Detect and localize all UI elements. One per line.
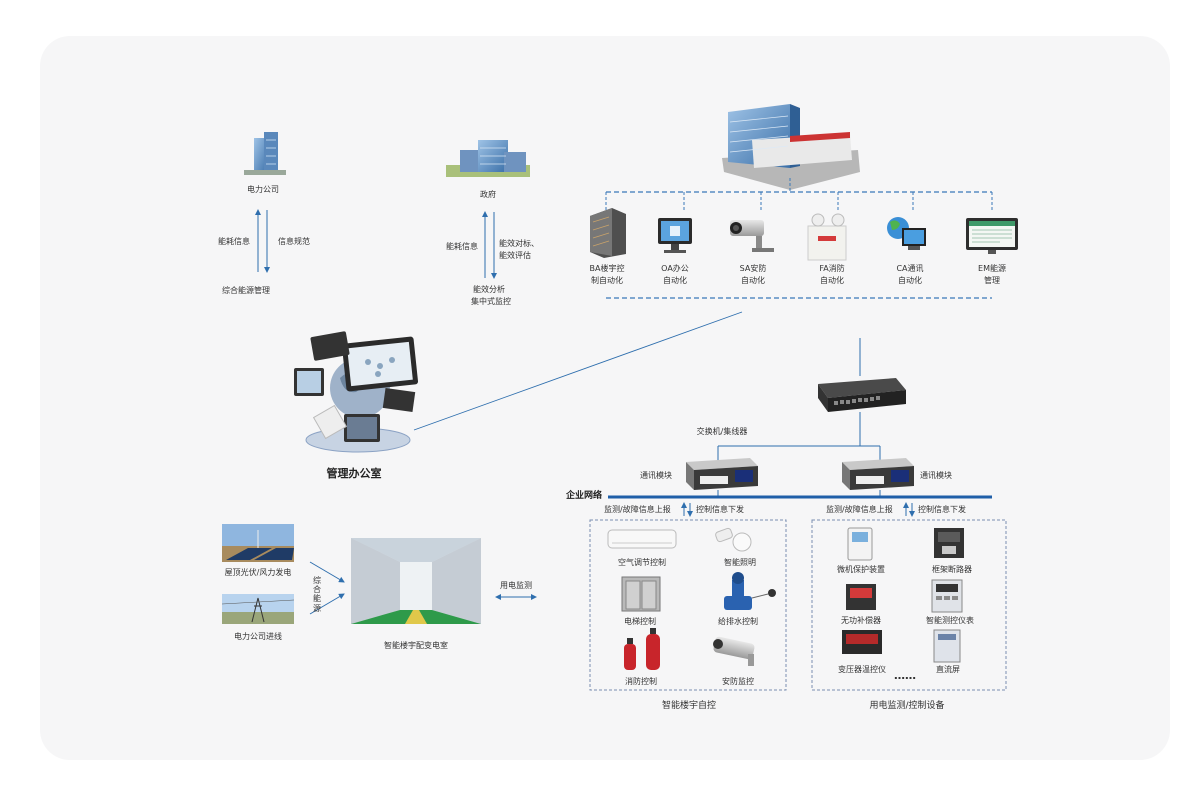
switch-label: 交换机/集线器: [696, 427, 748, 436]
globe-computer-icon: [887, 217, 926, 250]
building-auto-box: [589, 519, 787, 691]
gov-energy-info-label: 能耗信息: [446, 242, 478, 251]
protection-device-icon: [847, 527, 873, 561]
emergency-light-icon: [807, 213, 847, 261]
compensator-icon: [846, 584, 876, 610]
subsystem-label-oa: OA办公自动化: [661, 264, 689, 285]
management-office-icon: [294, 331, 419, 453]
circuit-breaker-icon: [934, 528, 964, 558]
power-item-0: 微机保护装置: [837, 565, 885, 574]
comm-module-left-icon: [686, 458, 758, 490]
fire-extinguisher-icon: [624, 628, 660, 670]
camera-icon: [730, 220, 774, 252]
power-company-label: 电力公司: [247, 185, 279, 194]
substation-room-image: [351, 538, 481, 624]
building-icon: [590, 208, 626, 258]
air-conditioner-icon: [607, 529, 677, 549]
power-device-box: [811, 519, 1007, 691]
grid-line-image: [221, 594, 295, 624]
subsystem-label-ba: BA楼宇控制自动化: [589, 264, 625, 285]
government-label: 政府: [480, 190, 496, 199]
efficiency-benchmark-label: 能效对标、能效评估: [499, 239, 539, 260]
power-item-4: 变压器温控仪: [838, 665, 886, 674]
power-item-5: 直流屏: [936, 665, 960, 674]
comm-module-left-label: 通讯模块: [640, 471, 672, 480]
power-monitoring-label: 用电监测: [500, 581, 532, 590]
efficiency-analysis-label: 能效分析集中式监控: [471, 285, 511, 306]
power-item-1: 框架断路器: [932, 565, 972, 574]
building-item-2: 电梯控制: [624, 617, 656, 626]
elevator-icon: [621, 576, 661, 612]
management-office-label: 管理办公室: [326, 467, 382, 480]
solar-wind-image: [222, 524, 294, 562]
building-item-5: 安防监控: [722, 677, 754, 686]
power-item-3: 智能测控仪表: [926, 616, 974, 625]
control-down-right-label: 控制信息下发: [918, 505, 966, 514]
subsystem-label-ca: CA通讯自动化: [896, 264, 924, 285]
background-panel: [40, 36, 1170, 760]
water-valve-icon: [724, 572, 776, 610]
substation-label: 智能楼宇配变电室: [384, 641, 448, 650]
building-item-1: 智能照明: [724, 558, 756, 567]
enterprise-network-label: 企业网络: [566, 491, 603, 501]
power-device-title: 用电监测/控制设备: [869, 701, 945, 711]
subsystem-label-sa: SA安防自动化: [739, 264, 767, 285]
building-item-3: 给排水控制: [718, 617, 758, 626]
monitor-icon: [658, 218, 692, 253]
subsystem-label-em: EM能源管理: [978, 264, 1006, 285]
monitor-up-right-label: 监测/故障信息上报: [826, 505, 893, 514]
info-regulation-label: 信息规范: [278, 237, 310, 246]
supply-label: 综合 能源: [313, 576, 321, 613]
campus-building-icon: [722, 104, 860, 190]
subsystem-label-fa: FA消防自动化: [819, 264, 845, 285]
building-auto-title: 智能楼宇自控: [661, 701, 717, 711]
dc-panel-icon: [933, 629, 961, 663]
power-ellipsis: ……: [894, 669, 916, 682]
building-item-4: 消防控制: [625, 677, 657, 686]
temperature-controller-icon: [842, 630, 882, 654]
comm-module-right-icon: [842, 458, 914, 490]
smart-meter-icon: [931, 579, 963, 613]
integrated-mgmt-label: 综合能源管理: [222, 286, 270, 295]
light-bulb-icon: [715, 527, 752, 552]
comm-module-right-label: 通讯模块: [920, 471, 952, 480]
monitor-up-left-label: 监测/故障信息上报: [604, 505, 671, 514]
security-camera-icon: [713, 636, 755, 666]
screen-icon: [966, 218, 1018, 254]
building-item-0: 空气调节控制: [618, 558, 666, 567]
control-down-left-label: 控制信息下发: [696, 505, 744, 514]
switch-icon: [818, 378, 906, 412]
power-company-icon: [244, 132, 286, 175]
source-label-1: 电力公司进线: [234, 632, 282, 641]
source-label-0: 屋顶光伏/风力发电: [224, 568, 292, 577]
energy-info-label: 能耗信息: [218, 237, 250, 246]
government-building-icon: [446, 140, 530, 177]
power-item-2: 无功补偿器: [841, 616, 881, 625]
